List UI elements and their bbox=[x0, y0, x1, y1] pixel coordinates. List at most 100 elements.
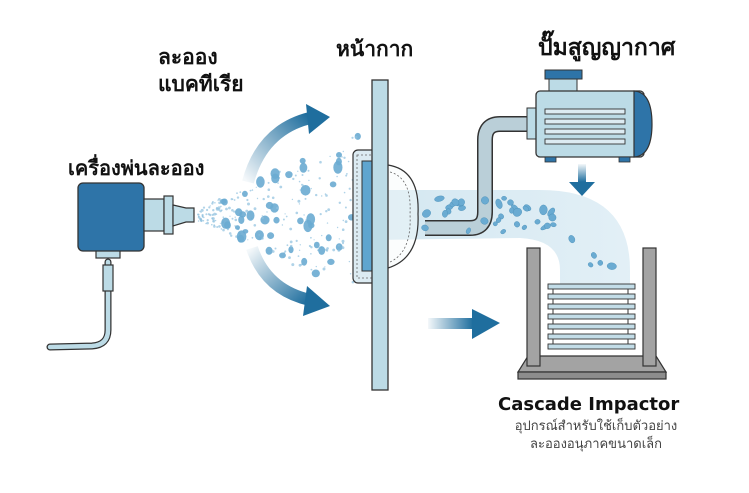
spray-droplet bbox=[282, 218, 285, 221]
spray-droplet bbox=[220, 198, 227, 205]
spray-droplet bbox=[338, 244, 340, 247]
right-arrow-shaft bbox=[428, 318, 473, 329]
spray-droplet bbox=[217, 199, 219, 201]
spray-droplet bbox=[318, 246, 326, 255]
spray-droplet bbox=[197, 213, 200, 216]
spray-droplet bbox=[341, 246, 345, 250]
spray-droplet bbox=[310, 187, 312, 190]
spray-droplet bbox=[232, 198, 234, 200]
spray-droplet bbox=[201, 216, 204, 218]
spray-droplet bbox=[226, 228, 229, 231]
spray-droplet bbox=[332, 248, 336, 252]
spray-droplet bbox=[313, 239, 315, 241]
spray-droplet bbox=[308, 179, 310, 182]
flow-droplet bbox=[421, 224, 429, 232]
spray-droplet bbox=[258, 234, 261, 236]
spray-droplet bbox=[321, 234, 323, 237]
spray-droplet bbox=[329, 181, 337, 188]
spray-droplet bbox=[341, 239, 345, 243]
impactor-post-right bbox=[642, 247, 657, 367]
label-aerosol-line1: ละออง bbox=[158, 45, 218, 69]
cable-connector bbox=[102, 264, 114, 292]
flow-droplet bbox=[465, 227, 471, 234]
spray-droplet bbox=[222, 228, 225, 232]
flow-droplet bbox=[550, 222, 557, 228]
spray-droplet bbox=[299, 162, 308, 173]
spray-droplet bbox=[311, 269, 320, 278]
spray-droplet bbox=[335, 157, 342, 166]
spray-droplet bbox=[214, 202, 216, 204]
spray-droplet bbox=[297, 217, 304, 225]
spray-droplet bbox=[199, 217, 202, 221]
spray-droplet bbox=[228, 206, 231, 210]
spray-droplet bbox=[336, 226, 339, 229]
spray-droplet bbox=[213, 212, 217, 216]
impactor-plate bbox=[547, 343, 636, 350]
spray-droplet bbox=[225, 207, 228, 211]
spray-droplet bbox=[310, 236, 312, 239]
spray-droplet bbox=[267, 195, 270, 198]
spray-droplet bbox=[347, 160, 350, 163]
down-arrow-shaft bbox=[578, 164, 586, 182]
spray-droplet bbox=[235, 208, 243, 217]
mask-dome bbox=[387, 164, 419, 269]
spray-droplet bbox=[284, 250, 287, 253]
impactor-plate bbox=[547, 283, 636, 290]
spray-droplet bbox=[285, 171, 293, 179]
spray-droplet bbox=[211, 223, 213, 226]
spray-droplet bbox=[336, 152, 342, 158]
spray-droplet bbox=[235, 225, 240, 230]
mask-plate bbox=[371, 79, 389, 391]
flow-droplet bbox=[544, 222, 551, 229]
spray-droplet bbox=[298, 203, 301, 205]
spray-droplet bbox=[251, 189, 254, 191]
spray-droplet bbox=[228, 232, 232, 235]
spray-droplet bbox=[281, 257, 283, 259]
spray-droplet bbox=[326, 249, 329, 252]
spray-droplet bbox=[205, 213, 208, 216]
spray-droplet bbox=[337, 249, 341, 252]
spray-droplet bbox=[289, 240, 293, 244]
spray-droplet bbox=[291, 263, 295, 267]
spray-droplet bbox=[265, 246, 273, 255]
spray-droplet bbox=[315, 265, 317, 268]
spray-droplet bbox=[305, 219, 308, 221]
spray-droplet bbox=[295, 239, 298, 242]
label-nebulizer: เครื่องพ่นละออง bbox=[68, 156, 205, 180]
spray-droplet bbox=[267, 188, 271, 191]
spray-droplet bbox=[324, 266, 326, 268]
particle-droplets bbox=[421, 195, 617, 270]
spray-droplet bbox=[279, 185, 283, 189]
spray-droplet bbox=[276, 206, 279, 210]
impactor-plate bbox=[547, 293, 636, 300]
spray-droplet bbox=[304, 197, 307, 200]
flow-droplet bbox=[492, 221, 498, 227]
flow-droplet bbox=[434, 195, 445, 202]
spray-droplet bbox=[261, 216, 264, 220]
spray-droplet bbox=[307, 169, 310, 172]
spray-droplet bbox=[211, 217, 214, 220]
spray-droplet bbox=[281, 224, 284, 226]
spray-droplet bbox=[325, 194, 328, 197]
flow-droplet bbox=[597, 260, 604, 266]
spray-droplet bbox=[294, 174, 297, 177]
spray-droplet bbox=[230, 234, 233, 237]
label-mask: หน้ากาก bbox=[336, 37, 414, 61]
spray-droplet bbox=[215, 206, 219, 210]
spray-droplet bbox=[233, 210, 236, 213]
cascade-impactor-description: อุปกรณ์สำหรับใช้เก็บตัวอย่าง ละอองอนุภาค… bbox=[486, 418, 706, 454]
impactor-plate bbox=[547, 313, 636, 320]
aerosol-spray bbox=[197, 132, 361, 284]
spray-droplet bbox=[338, 201, 341, 204]
spray-droplet bbox=[345, 174, 348, 177]
nebulizer-cable bbox=[46, 249, 121, 351]
spray-droplet bbox=[298, 263, 302, 267]
flow-droplet bbox=[568, 235, 576, 244]
flow-droplet bbox=[501, 195, 507, 201]
curved-arrow-top bbox=[242, 112, 312, 184]
pump-end-cap bbox=[633, 90, 653, 158]
spray-droplet bbox=[289, 244, 293, 248]
label-aerosol-line2: แบคทีเรีย bbox=[158, 72, 244, 96]
spray-droplet bbox=[206, 221, 209, 225]
vacuum-pump bbox=[526, 69, 653, 163]
